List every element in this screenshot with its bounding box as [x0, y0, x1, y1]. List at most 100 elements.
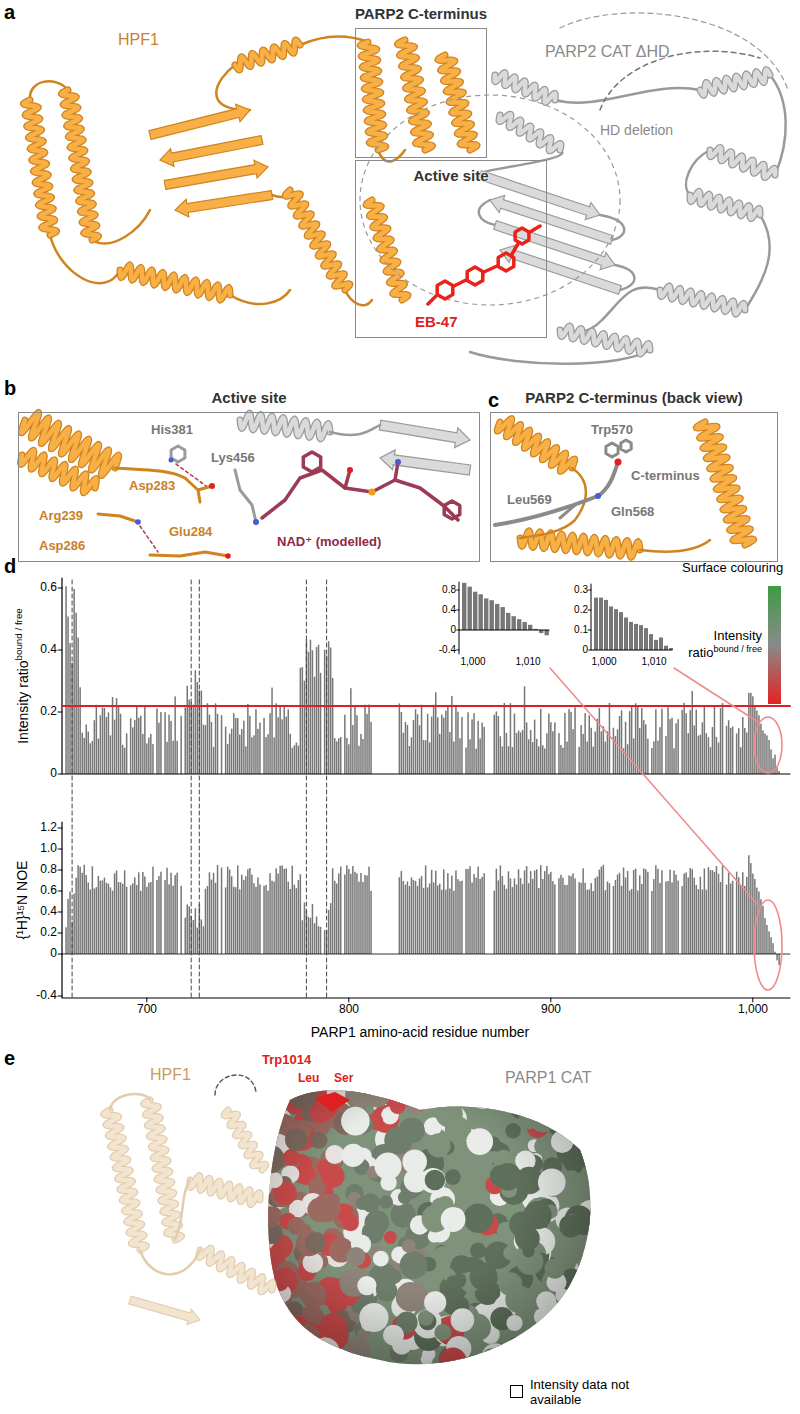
bar	[116, 870, 118, 954]
bar	[114, 720, 116, 774]
bar	[599, 870, 601, 954]
bar	[273, 738, 275, 775]
text-label: EB-47	[415, 313, 458, 330]
axis-title-text: bound / free	[13, 608, 24, 660]
bar	[508, 746, 510, 774]
bar	[104, 878, 106, 954]
bar	[110, 735, 112, 774]
bar	[524, 870, 526, 954]
bar	[465, 869, 467, 954]
bar	[241, 875, 243, 954]
beta-strand	[149, 104, 250, 139]
bar	[100, 881, 102, 954]
bar	[770, 937, 772, 954]
bar	[112, 891, 114, 955]
dashed-loop	[215, 1075, 256, 1095]
inset-bar	[604, 600, 608, 650]
helix	[224, 1110, 266, 1170]
bar	[324, 930, 326, 954]
bar	[627, 744, 629, 774]
bar	[451, 876, 453, 954]
helix	[104, 1110, 147, 1250]
bar	[589, 889, 591, 954]
bar	[187, 686, 189, 774]
bar	[718, 743, 720, 775]
bar	[685, 872, 687, 954]
bar	[597, 719, 599, 774]
bar	[138, 872, 140, 954]
bar	[653, 741, 655, 774]
bar	[217, 865, 219, 954]
dashed-marker	[72, 580, 73, 998]
surface-patch	[572, 1336, 589, 1353]
bar	[112, 697, 114, 774]
surface-patch	[468, 1071, 484, 1087]
surface-patch	[385, 1075, 411, 1101]
inset-bar	[545, 630, 549, 635]
bar	[211, 722, 213, 774]
bar	[500, 736, 502, 774]
bar	[344, 875, 346, 955]
backbone	[495, 462, 618, 525]
axis	[591, 584, 672, 650]
bar	[120, 714, 122, 774]
bar	[255, 887, 257, 954]
bar	[690, 710, 692, 774]
residue-label: Glu284	[169, 525, 212, 540]
helix	[497, 419, 574, 472]
bar	[546, 733, 548, 774]
bar	[92, 741, 94, 774]
bar	[520, 878, 522, 954]
ligand-stick	[428, 226, 540, 304]
bar	[629, 891, 631, 955]
bar	[271, 881, 273, 954]
bar	[257, 729, 259, 774]
bar	[560, 745, 562, 774]
bar	[338, 738, 340, 774]
bar	[90, 890, 92, 955]
bar	[130, 718, 132, 774]
surface-patch	[573, 1091, 599, 1117]
panel-a-structure	[24, 13, 789, 364]
bar	[150, 882, 152, 954]
text-label: 900	[541, 1003, 561, 1017]
bar	[203, 725, 205, 774]
bar	[308, 917, 310, 954]
bar	[522, 730, 524, 774]
ligand-stick	[262, 470, 458, 520]
bar	[84, 738, 86, 774]
ring-stick	[444, 501, 460, 519]
beta-strand	[160, 136, 263, 167]
coil	[110, 1094, 150, 1110]
inset-bar	[594, 598, 598, 650]
bar	[427, 887, 429, 954]
bar	[437, 886, 439, 955]
surface-patch	[422, 1079, 446, 1103]
helix	[366, 200, 408, 300]
bar	[740, 886, 742, 954]
bar	[716, 737, 718, 774]
bar	[629, 711, 631, 774]
surface-patch	[588, 1244, 606, 1262]
surface-patch	[579, 1271, 601, 1293]
bar	[481, 723, 483, 775]
beta-strand	[380, 450, 471, 475]
bar	[728, 720, 730, 774]
bar	[597, 877, 599, 954]
bar	[124, 748, 126, 774]
bar	[742, 872, 744, 954]
bar	[667, 707, 669, 774]
bar	[140, 891, 142, 954]
bar	[730, 884, 732, 955]
inset-bar	[484, 598, 488, 630]
bar	[722, 865, 724, 954]
residue-label: Asp283	[129, 479, 175, 494]
bar	[708, 867, 710, 954]
bar	[548, 874, 550, 954]
tick	[588, 650, 591, 651]
inset-bar	[523, 622, 527, 630]
text-label: 0.8	[442, 584, 456, 596]
inset-bar	[629, 622, 633, 650]
bar	[473, 874, 475, 954]
bar	[615, 880, 617, 954]
